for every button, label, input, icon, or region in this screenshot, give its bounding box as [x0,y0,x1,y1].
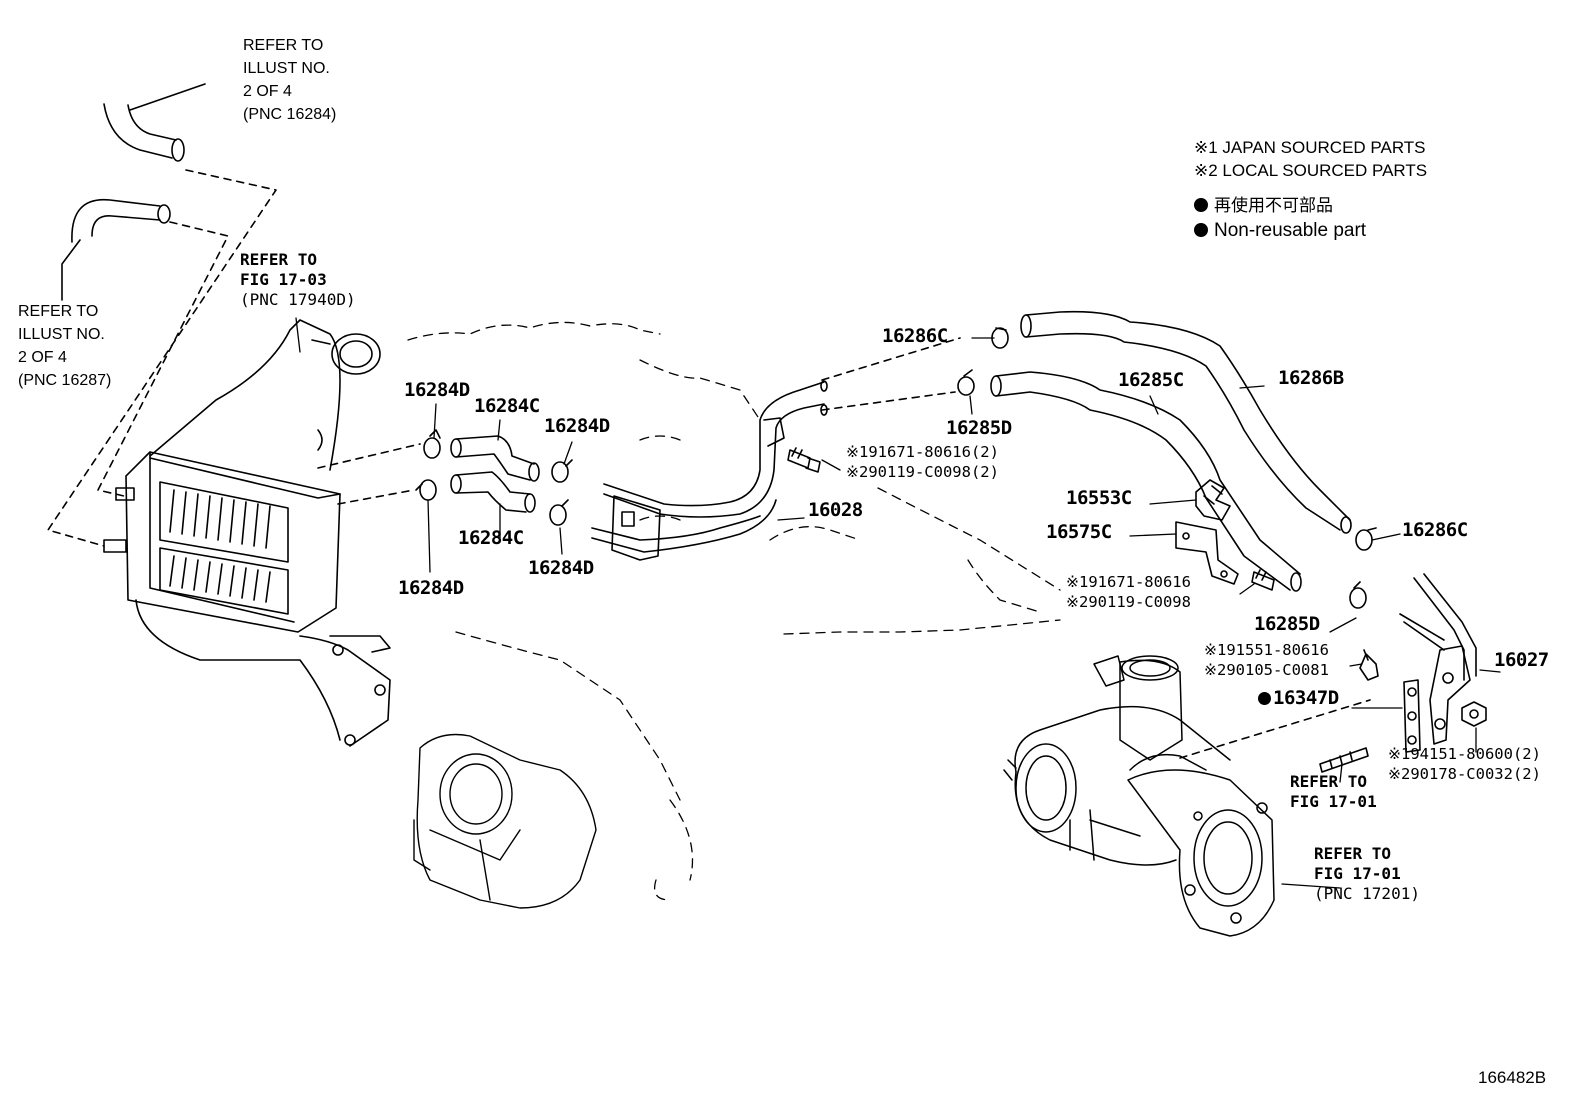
bolt-16028 [787,447,821,473]
pipe-16027 [1399,573,1477,745]
bolt-16575C [1251,569,1275,591]
pipe-16028 [591,380,828,561]
part-label-16286C: 16286C [1402,519,1468,541]
bolt-16347D [1359,649,1379,681]
part-label-16284D: 16284D [404,379,470,401]
reference-illust-16284: REFER TO ILLUST NO. 2 OF 4 (PNC 16284) [243,37,337,123]
hose-16284C-lower [450,471,536,513]
legend-note-2: ※2 LOCAL SOURCED PARTS [1194,161,1428,180]
part-number-bolt-b: ※191671-80616 ※290119-C0098 [1066,573,1191,611]
lower-housing [413,733,597,909]
part-label-16553C: 16553C [1066,487,1132,509]
filled-dot-icon [1194,223,1208,237]
part-label-16285D: 16285D [1254,613,1320,635]
part-number-bolt-c: ※191551-80616 ※290105-C0081 [1204,641,1329,679]
dashed-guide-lines [47,169,1371,759]
part-label-16284D: 16284D [528,557,594,579]
part-number-bolt-a: ※191671-80616(2) ※290119-C0098(2) [846,443,999,481]
part-label-16284D: 16284D [398,577,464,599]
bracket-16575C [1175,521,1239,585]
legend-note-1: ※1 JAPAN SOURCED PARTS [1194,138,1426,157]
reference-illust-16287: REFER TO ILLUST NO. 2 OF 4 (PNC 16287) [18,303,112,389]
reference-fig-17-01-a: REFER TO FIG 17-01 [1290,772,1377,811]
filled-dot-icon [1194,198,1208,212]
illustration-id: 166482B [1478,1068,1547,1087]
part-label-16575C: 16575C [1046,521,1112,543]
part-label-16285C: 16285C [1118,369,1184,391]
lower-hose-16287 [61,198,171,301]
legend-non-reusable-jp: 再使用不可部品 [1194,194,1333,218]
part-label-16284D: 16284D [544,415,610,437]
nut-194151 [1461,701,1487,727]
reference-fig-17-03: REFER TO FIG 17-03 (PNC 17940D) [240,250,356,309]
upper-hose-16284 [103,83,206,162]
part-label-16028: 16028 [808,499,863,521]
turbocharger [1003,655,1275,937]
part-number-nut: ※194151-80600(2) ※290178-C0032(2) [1388,745,1541,783]
reference-fig-17-01-b: REFER TO FIG 17-01 (PNC 17201) [1314,844,1420,903]
filled-dot-icon [1258,692,1271,705]
leader-lines [295,317,1501,889]
intercooler [103,319,391,747]
bracket-16553C [1195,479,1231,521]
part-label-16285D: 16285D [946,417,1012,439]
part-label-16286C: 16286C [882,325,948,347]
part-label-16284C: 16284C [474,395,540,417]
part-label-16286B: 16286B [1278,367,1344,389]
hose-16286B [1020,310,1352,534]
hose-16285C [990,371,1302,592]
part-label-16347D: 16347D [1258,688,1339,708]
stud [1319,747,1369,773]
part-label-16284C: 16284C [458,527,524,549]
gasket-16347D [1403,679,1421,753]
clamp-16284D [415,429,573,526]
part-label-16027: 16027 [1494,649,1549,671]
legend-non-reusable-en: Non-reusable part [1194,219,1366,243]
